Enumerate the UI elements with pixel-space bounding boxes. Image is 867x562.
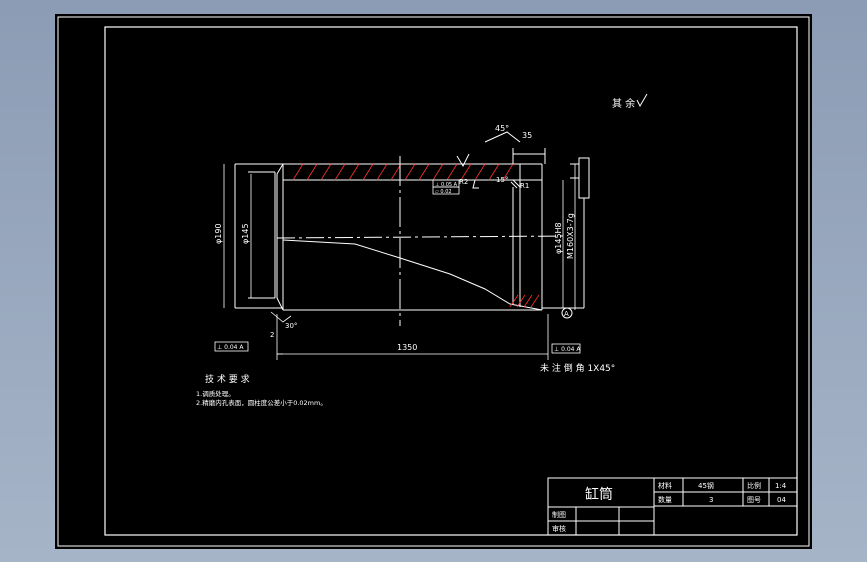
tech-req-item-1: 1.调质处理。 (196, 389, 235, 398)
material-label: 材料 (658, 481, 672, 490)
dim-left-outer: φ190 (214, 223, 223, 244)
cylinder-section (234, 131, 590, 326)
dim-small-2: 2 (270, 331, 274, 339)
tol-perp-top: ⊥ 0.05 A (435, 182, 458, 188)
title-block (547, 477, 798, 536)
tol-flat-top: ▱ 0.02 (435, 189, 452, 195)
dim-r2: R2 (459, 178, 468, 186)
scale-value: 1:4 (775, 482, 787, 490)
tolerance-frames: ⊥ 0.05 A ▱ 0.02 ⊥ 0.04 A ⊥ 0.04 A (214, 179, 581, 354)
drawing-no-label: 图号 (747, 496, 761, 504)
chamfer-note: 未 注 倒 角 1X45° (540, 362, 615, 374)
qty-value: 3 (709, 496, 713, 504)
dim-len-35: 35 (522, 131, 532, 140)
dim-angle-15: 15° (496, 176, 508, 184)
dimension-lines (223, 164, 576, 360)
roughness-note: 其 余 (612, 97, 635, 110)
inner-border (104, 26, 798, 536)
dim-right-thread: M160X3-7g (566, 213, 575, 259)
tol-right-frame: ⊥ 0.04 A (554, 346, 581, 353)
qty-label: 数量 (658, 495, 672, 504)
tech-req-title: 技 术 要 求 (205, 373, 250, 385)
dim-right-h8: φ145H8 (554, 222, 563, 254)
scale-label: 比例 (747, 481, 761, 490)
tech-req-item-2: 2.精磨内孔表面，圆柱度公差小于0.02mm。 (196, 398, 327, 407)
checked-label: 审核 (552, 524, 566, 533)
dim-left-inner: φ145 (241, 223, 250, 244)
drawn-label: 制图 (552, 510, 566, 519)
outer-border (57, 16, 810, 547)
tol-left-frame: ⊥ 0.04 A (217, 344, 244, 351)
dim-angle-45: 45° (495, 124, 509, 133)
cad-drawing: 其 余 (57, 16, 810, 547)
material-value: 45钢 (698, 481, 714, 490)
part-name: 缸筒 (585, 486, 613, 503)
dimension-texts: 45° 35 15° R1 R2 30° 2 φ190 φ145 φ145H8 … (214, 124, 575, 352)
drawing-sheet: 其 余 (55, 14, 812, 549)
dim-r1: R1 (520, 182, 529, 190)
drawing-no-value: 04 (777, 496, 786, 504)
roughness-symbol-icon (636, 93, 648, 108)
datum-a-label: A (564, 310, 569, 318)
dim-length-1350: 1350 (397, 343, 417, 352)
dim-angle-30: 30° (285, 322, 297, 330)
